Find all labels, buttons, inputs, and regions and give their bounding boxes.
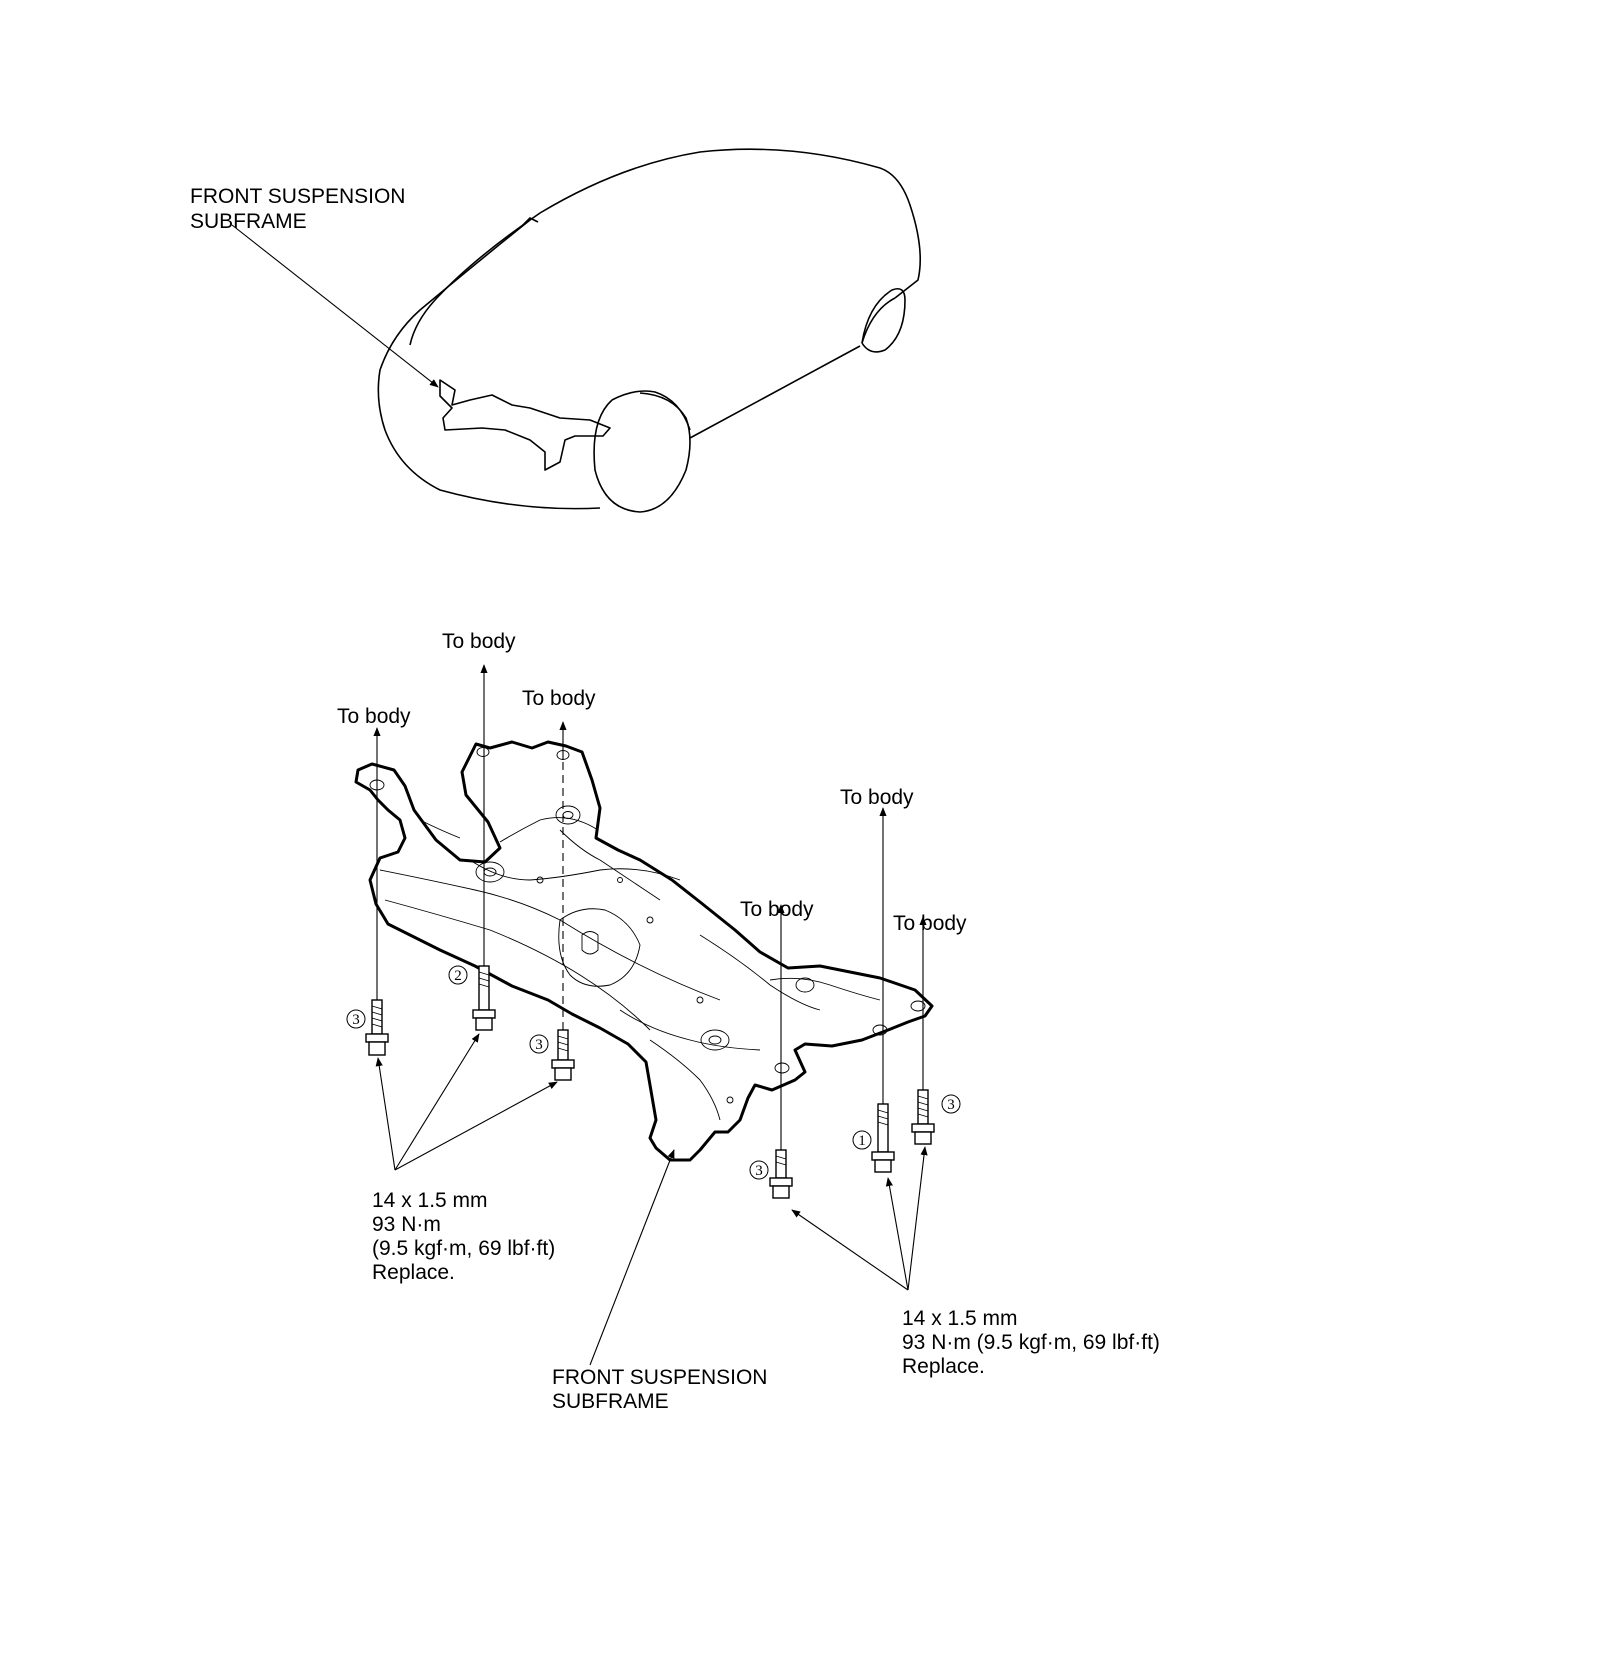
- right-spec-size: 14 x 1.5 mm: [902, 1307, 1018, 1330]
- bottom-subframe-label-line2: SUBFRAME: [552, 1390, 669, 1413]
- subframe-drawing: [354, 740, 934, 1162]
- ref-circle-right-inner: 3: [749, 1160, 769, 1180]
- car-outline: [377, 148, 922, 513]
- left-spec-torque: 93 N·m: [372, 1213, 441, 1236]
- ref-circle-right-middle: 1: [852, 1130, 872, 1150]
- to-body-label-4: To body: [740, 898, 814, 921]
- right-spec-torque: 93 N·m (9.5 kgf·m, 69 lbf·ft): [902, 1331, 1160, 1354]
- left-spec-replace: Replace.: [372, 1261, 455, 1284]
- bottom-subframe-label-line1: FRONT SUSPENSION: [552, 1366, 767, 1389]
- svg-text:3: 3: [755, 1163, 763, 1179]
- bolt-left-inner: [551, 1029, 575, 1081]
- top-subframe-leader: [231, 224, 439, 388]
- right-spec-leader-3: [907, 1146, 928, 1291]
- left-spec-leader-2: [394, 1033, 480, 1171]
- top-subframe-label-line1: FRONT SUSPENSION: [190, 185, 405, 208]
- right-spec-leader-1: [791, 1209, 909, 1291]
- left-spec-size: 14 x 1.5 mm: [372, 1189, 488, 1212]
- to-body-label-6: To body: [893, 912, 967, 935]
- right-spec-replace: Replace.: [902, 1355, 985, 1378]
- bolt-right-outer: [911, 1089, 935, 1145]
- top-subframe-label-line2: SUBFRAME: [190, 210, 307, 233]
- svg-text:3: 3: [352, 1012, 360, 1028]
- svg-text:1: 1: [858, 1133, 866, 1149]
- ref-circle-right-outer: 3: [941, 1094, 961, 1114]
- bolt-right-inner: [769, 1149, 793, 1199]
- to-body-label-2: To body: [442, 630, 516, 653]
- bottom-subframe-leader: [589, 1149, 675, 1366]
- to-body-label-5: To body: [840, 786, 914, 809]
- to-body-label-3: To body: [522, 687, 596, 710]
- svg-text:2: 2: [454, 968, 462, 984]
- left-spec-leader-3: [394, 1081, 558, 1171]
- right-spec-leader-2: [885, 1177, 909, 1291]
- bolt-right-middle: [871, 1103, 895, 1173]
- svg-text:3: 3: [947, 1097, 955, 1113]
- left-spec-leader-1: [375, 1057, 396, 1171]
- ref-circle-left-outer: 3: [346, 1009, 366, 1029]
- ref-circle-left-middle: 2: [448, 965, 468, 985]
- to-body-label-1: To body: [337, 705, 411, 728]
- svg-text:3: 3: [535, 1037, 543, 1053]
- ref-circle-left-inner: 3: [529, 1034, 549, 1054]
- left-spec-torque-alt: (9.5 kgf·m, 69 lbf·ft): [372, 1237, 555, 1260]
- bolt-left-outer: [365, 999, 389, 1056]
